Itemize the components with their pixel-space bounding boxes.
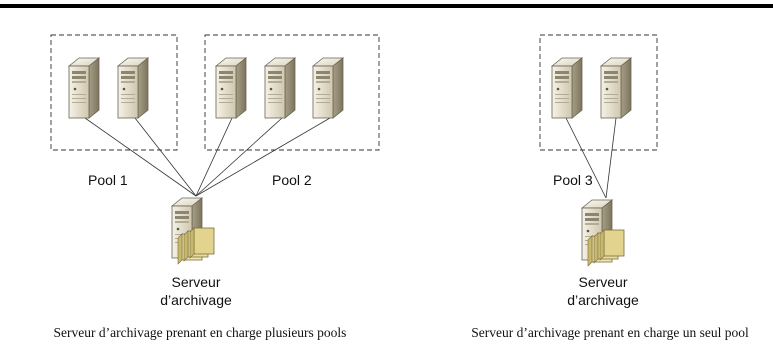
caption-left: Serveur d’archivage prenant en charge pl… (54, 325, 347, 340)
tower-server-icon (600, 57, 632, 119)
archive-server-left-label-line2: d’archivage (160, 292, 232, 308)
tower-server-icon (215, 57, 247, 119)
pool-1-label: Pool 1 (88, 172, 128, 188)
archive-server-right-label-line1: Serveur (578, 274, 627, 290)
pool-3 (539, 34, 658, 151)
tower-server-icon (117, 57, 149, 119)
tower-server-icon (68, 57, 100, 119)
tower-server-icon (312, 57, 344, 119)
archive-server-icon (582, 200, 624, 266)
pool-2 (204, 34, 380, 151)
archive-server-right-label-line2: d’archivage (567, 292, 639, 308)
archive-server-icon (172, 198, 214, 264)
pool-1-boundary (50, 34, 178, 151)
tower-server-icon (551, 57, 583, 119)
connection-lines-left (84, 117, 331, 197)
pool-2-label: Pool 2 (272, 172, 312, 188)
archive-server-left-label-line1: Serveur (171, 274, 220, 290)
tower-server-icon (264, 57, 296, 119)
pool-2-boundary (204, 34, 380, 151)
connection-lines-right (565, 117, 617, 199)
pool-1 (50, 34, 178, 151)
caption-right: Serveur d’archivage prenant en charge un… (471, 325, 749, 340)
top-rule (0, 4, 773, 8)
pool-3-boundary (539, 34, 658, 151)
pool-3-label: Pool 3 (553, 172, 593, 188)
